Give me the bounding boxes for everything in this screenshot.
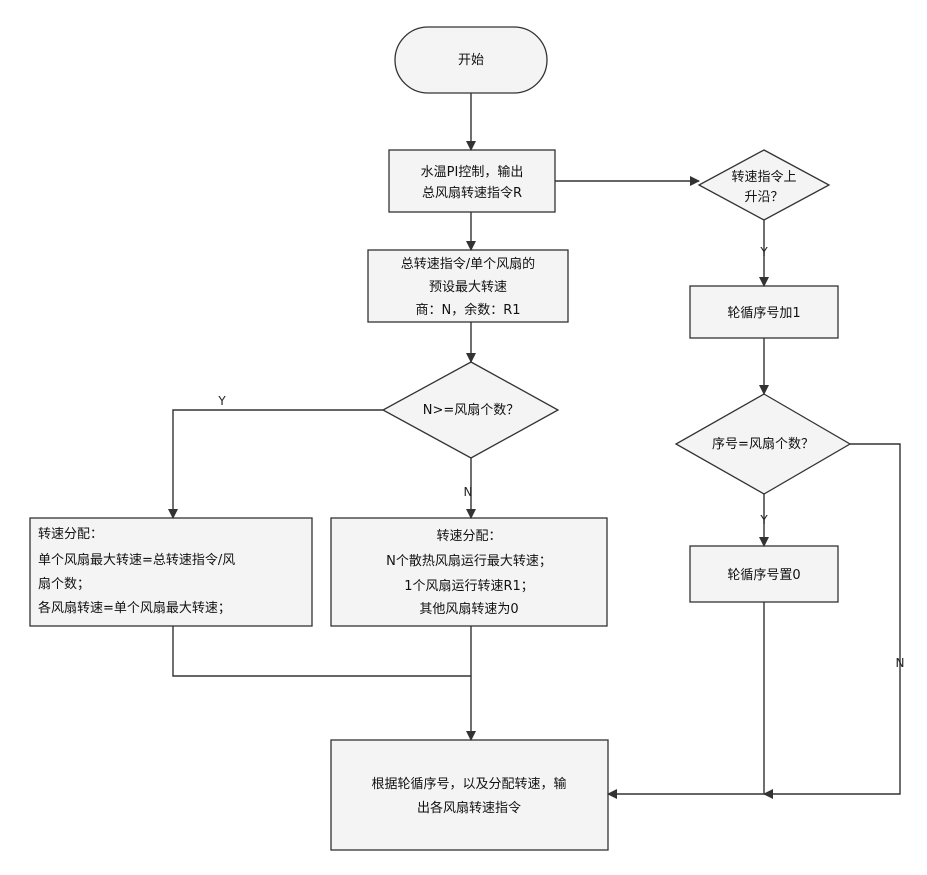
decision-n-node: N>=风扇个数？ <box>383 362 558 458</box>
edge-decision-yes <box>173 410 383 518</box>
seq-decision-label: 序号=风扇个数？ <box>712 436 814 452</box>
dist-y-line-2: 单个风扇最大转速=总转速指令/风 <box>38 552 235 568</box>
edge-seq-no-to-output <box>764 444 900 794</box>
decision-n-yes-label: Y <box>217 394 226 408</box>
divide-node: 总转速指令/单个风扇的 预设最大转速 商：N，余数：R1 <box>368 250 568 322</box>
rising-yes-label: Y <box>759 245 768 259</box>
water-pi-line-2: 总风扇转速指令R <box>422 185 522 201</box>
seq-reset-node: 轮循序号置0 <box>690 546 838 602</box>
output-line-2: 出各风扇转速指令 <box>417 800 521 816</box>
dist-y-line-3: 扇个数； <box>38 576 90 592</box>
decision-n-no-label: N <box>464 485 473 499</box>
edge-reset-to-output <box>608 602 764 794</box>
divide-line-2: 预设最大转速 <box>429 280 507 295</box>
dist-n-line-1: 转速分配： <box>436 529 501 544</box>
dist-n-node: 转速分配： N个散热风扇运行最大转速； 1个风扇运行转速R1； 其他风扇转速为0 <box>331 518 607 626</box>
start-node: 开始 <box>395 27 547 93</box>
rising-edge-line-1: 转速指令上 <box>731 170 796 185</box>
output-line-1: 根据轮循序号，以及分配转速，输 <box>371 776 566 792</box>
dist-y-node: 转速分配： 单个风扇最大转速=总转速指令/风 扇个数； 各风扇转速=单个风扇最大… <box>30 518 312 626</box>
seq-yes-label: Y <box>759 513 768 527</box>
water-pi-node: 水温PI控制，输出 总风扇转速指令R <box>389 150 555 212</box>
seq-decision-node: 序号=风扇个数？ <box>676 394 850 494</box>
decision-n-label: N>=风扇个数？ <box>423 402 520 418</box>
dist-n-line-2: N个散热风扇运行最大转速； <box>386 553 552 569</box>
output-node: 根据轮循序号，以及分配转速，输 出各风扇转速指令 <box>331 740 608 850</box>
rising-edge-line-2: 升沿？ <box>744 190 783 205</box>
start-label: 开始 <box>458 53 484 68</box>
dist-n-line-3: 1个风扇运行转速R1； <box>404 578 534 594</box>
water-pi-line-1: 水温PI控制，输出 <box>421 164 524 180</box>
dist-y-line-4: 各风扇转速=单个风扇最大转速； <box>38 600 231 616</box>
seq-add-node: 轮循序号加1 <box>690 286 838 338</box>
dist-n-line-4: 其他风扇转速为0 <box>419 601 518 617</box>
dist-y-line-1: 转速分配： <box>38 527 103 542</box>
rising-edge-node: 转速指令上 升沿？ <box>699 150 829 220</box>
divide-line-1: 总转速指令/单个风扇的 <box>401 256 535 272</box>
edge-dist-y-to-merge <box>173 626 471 676</box>
divide-line-3: 商：N，余数：R1 <box>415 302 520 318</box>
seq-reset-label: 轮循序号置0 <box>727 568 800 583</box>
seq-add-label: 轮循序号加1 <box>727 306 800 321</box>
seq-no-label: N <box>896 656 905 670</box>
